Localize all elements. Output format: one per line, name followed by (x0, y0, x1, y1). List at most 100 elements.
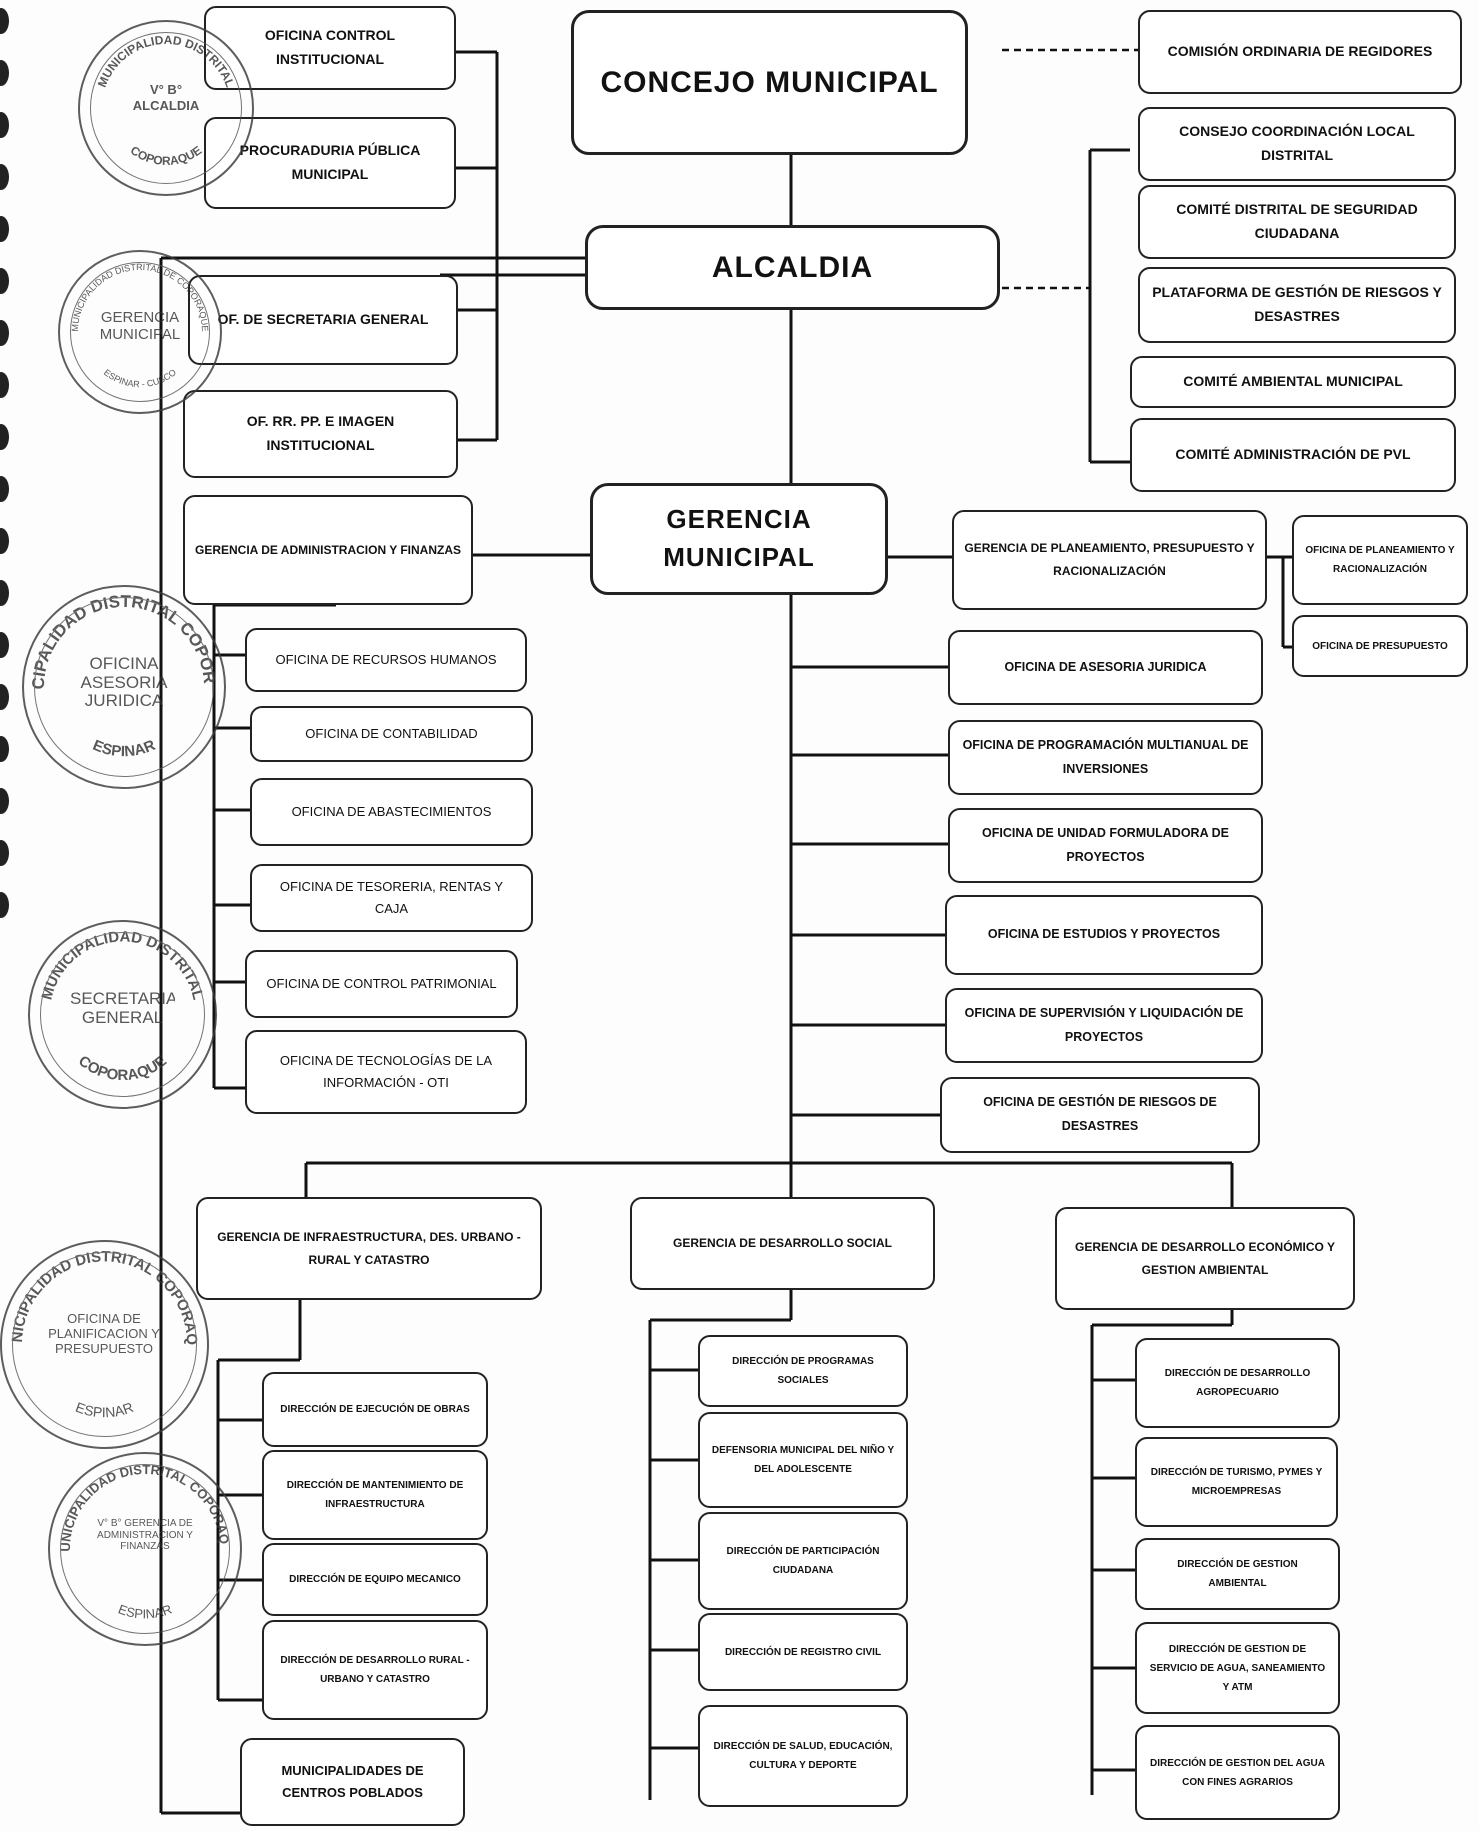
gerencia-desarrollo-social-box: GERENCIA DE DESARROLLO SOCIAL (630, 1197, 935, 1290)
box-label: DIRECCIÓN DE GESTION DEL AGUA CON FINES … (1149, 1757, 1325, 1788)
oficina-formuladora-box: OFICINA DE UNIDAD FORMULADORA DE PROYECT… (948, 808, 1263, 883)
direccion-ejecucion-obras-box: DIRECCIÓN DE EJECUCIÓN DE OBRAS (262, 1372, 488, 1447)
box-label: OFICINA DE RECURSOS HUMANOS (275, 651, 497, 667)
oficina-tesoreria-box: OFICINA DE TESORERIA, RENTAS Y CAJA (250, 864, 533, 932)
box-label: PROCURADURIA PÚBLICA MUNICIPAL (239, 142, 421, 182)
oficina-supervision-box: OFICINA DE SUPERVISIÓN Y LIQUIDACIÓN DE … (945, 988, 1263, 1063)
box-label: DIRECCIÓN DE DESARROLLO AGROPECUARIO (1164, 1368, 1311, 1398)
comite-pvl-box: COMITÉ ADMINISTRACIÓN DE PVL (1130, 418, 1456, 492)
gerencia-desarrollo-economico-box: GERENCIA DE DESARROLLO ECONÓMICO Y GESTI… (1055, 1207, 1355, 1310)
box-label: DIRECCIÓN DE GESTION DE SERVICIO DE AGUA… (1149, 1643, 1326, 1693)
stamp-alcaldia: MUNICIPALIDAD DISTRITAL COPORAQUE V° B° … (78, 20, 254, 196)
oficina-estudios-box: OFICINA DE ESTUDIOS Y PROYECTOS (945, 895, 1263, 975)
direccion-agropecuario-box: DIRECCIÓN DE DESARROLLO AGROPECUARIO (1135, 1338, 1340, 1428)
box-label: OFICINA DE ASESORIA JURIDICA (1004, 659, 1207, 674)
oficina-rrhh-box: OFICINA DE RECURSOS HUMANOS (245, 628, 527, 692)
comite-ambiental-box: COMITÉ AMBIENTAL MUNICIPAL (1130, 356, 1456, 408)
box-label: CONSEJO COORDINACIÓN LOCAL DISTRITAL (1179, 123, 1415, 163)
box-label: DIRECCIÓN DE EQUIPO MECANICO (289, 1574, 461, 1585)
concejo-municipal-box: CONCEJO MUNICIPAL (571, 10, 968, 155)
direccion-salud-educacion-box: DIRECCIÓN DE SALUD, EDUCACIÓN, CULTURA Y… (698, 1705, 908, 1807)
direccion-agua-agrarios-box: DIRECCIÓN DE GESTION DEL AGUA CON FINES … (1135, 1725, 1340, 1820)
box-label: OFICINA DE CONTROL PATRIMONIAL (266, 975, 497, 991)
consejo-coordinacion-box: CONSEJO COORDINACIÓN LOCAL DISTRITAL (1138, 107, 1456, 181)
box-label: OFICINA DE CONTABILIDAD (305, 725, 478, 741)
box-label: GERENCIA DE DESARROLLO SOCIAL (673, 1236, 892, 1251)
box-label: COMISIÓN ORDINARIA DE REGIDORES (1167, 43, 1433, 60)
box-label: DIRECCIÓN DE PARTICIPACIÓN CIUDADANA (726, 1546, 880, 1576)
box-label: GERENCIA DE DESARROLLO ECONÓMICO Y GESTI… (1074, 1239, 1336, 1277)
stamp-planificacion: MUNICIPALIDAD DISTRITAL COPORAQUE ESPINA… (0, 1240, 209, 1449)
box-label: OFICINA DE ESTUDIOS Y PROYECTOS (987, 927, 1221, 942)
seguridad-ciudadana-box: COMITÉ DISTRITAL DE SEGURIDAD CIUDADANA (1138, 185, 1456, 259)
direccion-mantenimiento-box: DIRECCIÓN DE MANTENIMIENTO DE INFRAESTRU… (262, 1450, 488, 1540)
oficina-presupuesto-box: OFICINA DE PRESUPUESTO (1292, 615, 1468, 677)
box-label: DIRECCIÓN DE MANTENIMIENTO DE INFRAESTRU… (286, 1480, 464, 1510)
box-label: DIRECCIÓN DE REGISTRO CIVIL (724, 1646, 882, 1658)
box-label: OFICINA DE SUPERVISIÓN Y LIQUIDACIÓN DE … (964, 1005, 1244, 1044)
box-label: OFICINA DE TECNOLOGÍAS DE LA INFORMACIÓN… (279, 1052, 493, 1090)
oficina-abastecimientos-box: OFICINA DE ABASTECIMIENTOS (250, 778, 533, 846)
box-label: GERENCIA DE PLANEAMIENTO, PRESUPUESTO Y … (964, 541, 1255, 578)
centros-poblados-box: MUNICIPALIDADES DE CENTROS POBLADOS (240, 1738, 465, 1826)
comision-regidores-box: COMISIÓN ORDINARIA DE REGIDORES (1138, 10, 1462, 94)
box-label: OF. RR. PP. E IMAGEN INSTITUCIONAL (246, 413, 395, 453)
box-label: DIRECCIÓN DE PROGRAMAS SOCIALES (732, 1356, 874, 1386)
box-label: DEFENSORIA MUNICIPAL DEL NIÑO Y DEL ADOL… (711, 1445, 895, 1475)
stamp-asesoria-juridica: MUNICIPALIDAD DISTRITAL COPORAQUE ESPINA… (22, 585, 226, 789)
box-label: OFICINA DE PLANEAMIENTO Y RACIONALIZACIÓ… (1305, 545, 1455, 575)
oficina-gestion-riesgos-box: OFICINA DE GESTIÓN DE RIESGOS DE DESASTR… (940, 1077, 1260, 1153)
box-label: DIRECCIÓN DE SALUD, EDUCACIÓN, CULTURA Y… (713, 1741, 893, 1771)
alcaldia-label: ALCALDIA (711, 250, 874, 284)
direccion-participacion-box: DIRECCIÓN DE PARTICIPACIÓN CIUDADANA (698, 1512, 908, 1610)
box-label: OFICINA DE ABASTECIMIENTOS (291, 803, 492, 819)
alcaldia-box: ALCALDIA (585, 225, 1000, 310)
box-label: OFICINA DE PROGRAMACIÓN MULTIANUAL DE IN… (962, 737, 1249, 776)
oficina-planeamiento-box: OFICINA DE PLANEAMIENTO Y RACIONALIZACIÓ… (1292, 515, 1468, 605)
secretaria-general-box: OF. DE SECRETARIA GENERAL (188, 275, 458, 365)
gerencia-planeamiento-box: GERENCIA DE PLANEAMIENTO, PRESUPUESTO Y … (952, 510, 1267, 610)
box-label: DIRECCIÓN DE GESTION AMBIENTAL (1177, 1559, 1298, 1589)
box-label: DIRECCIÓN DE EJECUCIÓN DE OBRAS (280, 1404, 470, 1415)
box-label: GERENCIA DE ADMINISTRACION Y FINANZAS (195, 542, 462, 557)
box-label: GERENCIA DE INFRAESTRUCTURA, DES. URBANO… (217, 1229, 521, 1267)
direccion-programas-sociales-box: DIRECCIÓN DE PROGRAMAS SOCIALES (698, 1335, 908, 1407)
box-label: OFICINA DE PRESUPUESTO (1312, 640, 1448, 652)
stamp-gerencia-municipal: MUNICIPALIDAD DISTRITAL DE COPORAQUE ESP… (58, 250, 222, 414)
box-label: DIRECCIÓN DE TURISMO, PYMES Y MICROEMPRE… (1150, 1467, 1323, 1497)
direccion-desarrollo-rural-box: DIRECCIÓN DE DESARROLLO RURAL - URBANO Y… (262, 1620, 488, 1720)
direccion-agua-saneamiento-box: DIRECCIÓN DE GESTION DE SERVICIO DE AGUA… (1135, 1622, 1340, 1714)
direccion-equipo-mecanico-box: DIRECCIÓN DE EQUIPO MECANICO (262, 1543, 488, 1616)
oficina-oti-box: OFICINA DE TECNOLOGÍAS DE LA INFORMACIÓN… (245, 1030, 527, 1114)
binder-holes (0, 0, 14, 1831)
box-label: OFICINA DE GESTIÓN DE RIESGOS DE DESASTR… (983, 1095, 1217, 1133)
imagen-institucional-box: OF. RR. PP. E IMAGEN INSTITUCIONAL (183, 390, 458, 478)
stamp-secretaria-general: MUNICIPALIDAD DISTRITAL COPORAQUE SECRET… (28, 920, 217, 1109)
box-label: DIRECCIÓN DE DESARROLLO RURAL - URBANO Y… (280, 1655, 470, 1685)
box-label: COMITÉ DISTRITAL DE SEGURIDAD CIUDADANA (1176, 201, 1418, 241)
box-label: OFICINA DE UNIDAD FORMULADORA DE PROYECT… (982, 825, 1229, 864)
box-label: COMITÉ AMBIENTAL MUNICIPAL (1183, 373, 1403, 390)
plataforma-riesgos-box: PLATAFORMA DE GESTIÓN DE RIESGOS Y DESAS… (1138, 267, 1456, 343)
stamp-administracion: MUNICIPALIDAD DISTRITAL COPORAQUE ESPINA… (48, 1452, 242, 1646)
direccion-registro-civil-box: DIRECCIÓN DE REGISTRO CIVIL (698, 1613, 908, 1691)
oficina-asesoria-juridica-box: OFICINA DE ASESORIA JURIDICA (948, 630, 1263, 705)
box-label: OFICINA DE TESORERIA, RENTAS Y CAJA (279, 878, 504, 916)
box-label: OFICINA CONTROL INSTITUCIONAL (264, 27, 396, 67)
oficina-pmi-box: OFICINA DE PROGRAMACIÓN MULTIANUAL DE IN… (948, 720, 1263, 795)
defensoria-nino-box: DEFENSORIA MUNICIPAL DEL NIÑO Y DEL ADOL… (698, 1412, 908, 1508)
box-label: COMITÉ ADMINISTRACIÓN DE PVL (1175, 446, 1411, 463)
box-label: MUNICIPALIDADES DE CENTROS POBLADOS (281, 1762, 424, 1800)
direccion-turismo-box: DIRECCIÓN DE TURISMO, PYMES Y MICROEMPRE… (1135, 1437, 1338, 1527)
gerencia-infraestructura-box: GERENCIA DE INFRAESTRUCTURA, DES. URBANO… (196, 1197, 542, 1300)
box-label: OF. DE SECRETARIA GENERAL (217, 311, 429, 328)
gerencia-administracion-box: GERENCIA DE ADMINISTRACION Y FINANZAS (183, 495, 473, 605)
direccion-gestion-ambiental-box: DIRECCIÓN DE GESTION AMBIENTAL (1135, 1538, 1340, 1610)
gerencia-municipal-box: GERENCIA MUNICIPAL (590, 483, 888, 595)
oficina-control-patrimonial-box: OFICINA DE CONTROL PATRIMONIAL (245, 950, 518, 1018)
concejo-municipal-label: CONCEJO MUNICIPAL (600, 65, 939, 99)
oficina-contabilidad-box: OFICINA DE CONTABILIDAD (250, 706, 533, 762)
box-label: PLATAFORMA DE GESTIÓN DE RIESGOS Y DESAS… (1152, 284, 1442, 324)
